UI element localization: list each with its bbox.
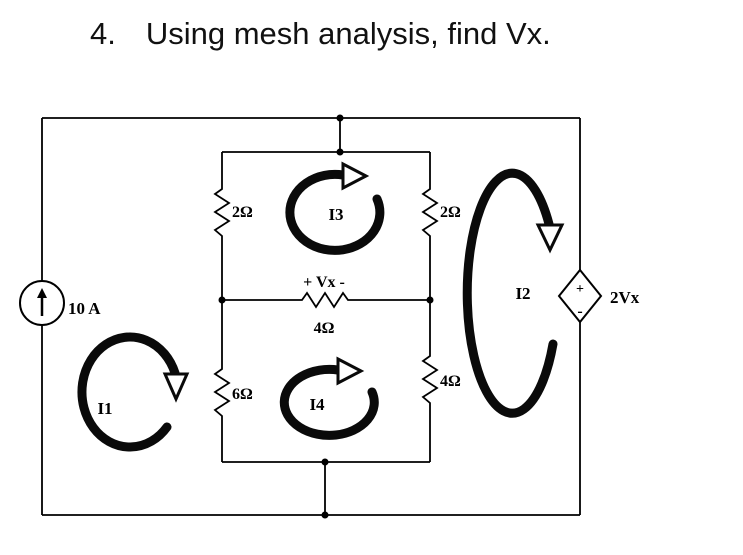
node-dots — [218, 114, 434, 519]
mesh-arrow-i2 — [462, 168, 558, 418]
up-arrow-icon — [37, 288, 47, 298]
node-dot — [336, 148, 344, 156]
dependent-source-diamond — [557, 268, 603, 324]
label-resistor-bottom-left: 6Ω — [232, 386, 253, 403]
label-dependent-source: 2Vx — [610, 288, 640, 307]
problem-statement: Using mesh analysis, find Vx. — [145, 16, 551, 51]
node-dot — [336, 114, 344, 122]
mesh-arrow-i1 — [77, 332, 180, 452]
current-source-10a — [19, 280, 65, 326]
arrowhead-i4-right-icon — [336, 356, 365, 386]
label-resistor-middle: 4Ω — [314, 320, 335, 337]
label-i2: I2 — [515, 284, 530, 303]
label-current-source: 10 A — [68, 299, 101, 318]
label-resistor-bottom-right: 4Ω — [440, 373, 461, 390]
labels: 10 A I1 I2 I3 I4 2Ω 2Ω + Vx - 4Ω 6Ω 4Ω 2… — [68, 204, 640, 418]
label-vx-marking: + Vx - — [303, 274, 345, 291]
label-resistor-top-right: 2Ω — [440, 204, 461, 221]
resistor-bottom-left — [213, 365, 231, 420]
mesh-arrows — [77, 168, 558, 452]
label-i1: I1 — [97, 399, 112, 418]
dependent-source-2vx: + - — [557, 268, 603, 324]
problem-title: 4. Using mesh analysis, find Vx. — [90, 16, 551, 52]
node-dot — [426, 296, 434, 304]
problem-number: 4. — [90, 16, 116, 51]
arrowhead-i1-down-icon — [162, 372, 190, 403]
source-minus-sign: - — [577, 303, 582, 320]
arrowhead-i2-down-icon — [535, 223, 565, 254]
mesh-arrow-i3 — [285, 169, 385, 255]
label-i3: I3 — [328, 205, 343, 224]
label-i4: I4 — [309, 395, 325, 414]
resistor-bottom-right — [421, 352, 439, 407]
resistor-top-left — [213, 185, 231, 240]
node-dot — [218, 296, 226, 304]
node-dot — [321, 458, 329, 466]
resistor-middle-vx — [299, 291, 351, 309]
source-plus-sign: + — [576, 282, 584, 297]
mesh-arrow-i4 — [279, 364, 379, 440]
node-dot — [321, 511, 329, 519]
arrowhead-i3-right-icon — [341, 161, 370, 191]
mesh-arrowheads — [162, 161, 565, 403]
label-resistor-top-left: 2Ω — [232, 204, 253, 221]
resistors — [213, 185, 439, 420]
resistor-top-right — [421, 185, 439, 240]
